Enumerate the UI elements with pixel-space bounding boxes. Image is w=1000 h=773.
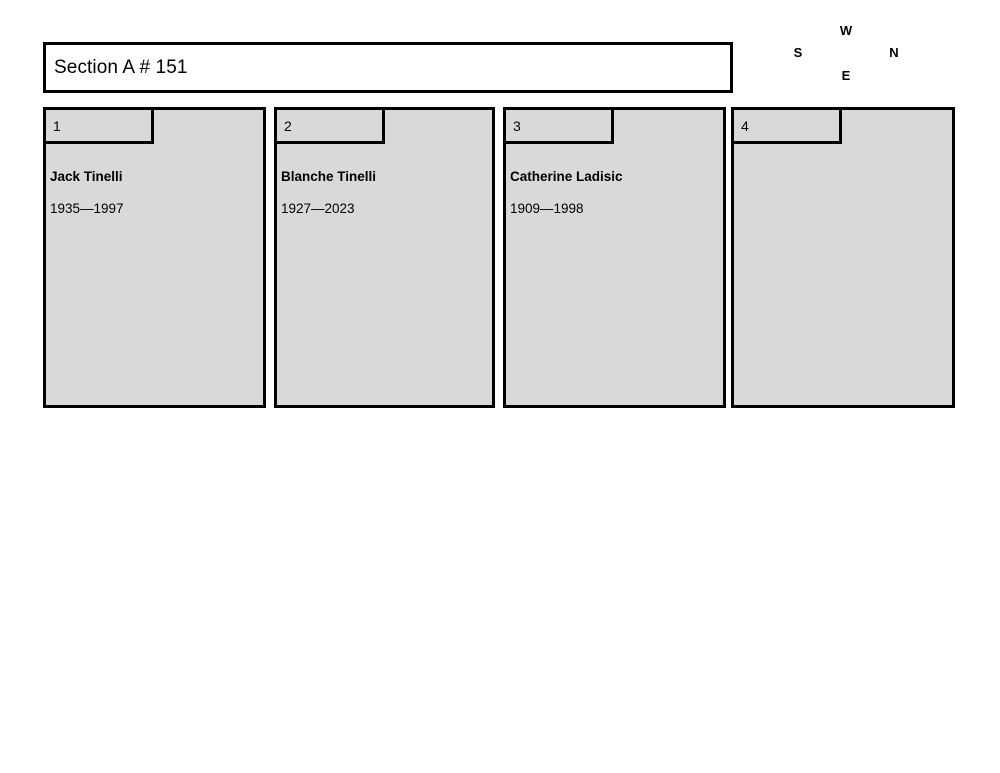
plot-occupant-info: Catherine Ladisic 1909—1998 — [506, 144, 723, 405]
plot-cell[interactable]: 1 Jack Tinelli 1935—1997 — [43, 107, 266, 408]
compass-west-icon: W — [839, 23, 853, 38]
plot-number-label: 4 — [741, 117, 749, 134]
plot-cell[interactable]: 4 — [731, 107, 955, 408]
occupant-dates: 1927—2023 — [281, 201, 355, 216]
plot-number-badge: 4 — [734, 110, 842, 144]
plot-occupant-info: Blanche Tinelli 1927—2023 — [277, 144, 492, 405]
plot-number-badge: 1 — [46, 110, 154, 144]
plot-number-label: 3 — [513, 117, 521, 134]
plot-occupant-info — [734, 144, 952, 405]
page-title: Section A # 151 — [54, 56, 188, 78]
plot-number-badge: 3 — [506, 110, 614, 144]
occupant-name: Catherine Ladisic — [510, 169, 623, 184]
occupant-dates: 1909—1998 — [510, 201, 584, 216]
compass-rose: W S N E — [780, 16, 910, 92]
section-title-box: Section A # 151 — [43, 42, 733, 93]
occupant-name: Jack Tinelli — [50, 169, 123, 184]
compass-north-icon: N — [889, 45, 899, 60]
plot-number-label: 1 — [53, 117, 61, 134]
occupant-name: Blanche Tinelli — [281, 169, 377, 184]
plot-cell[interactable]: 2 Blanche Tinelli 1927—2023 — [274, 107, 495, 408]
compass-south-icon: S — [793, 45, 803, 60]
compass-east-icon: E — [841, 68, 851, 83]
plot-number-badge: 2 — [277, 110, 385, 144]
plot-occupant-info: Jack Tinelli 1935—1997 — [46, 144, 263, 405]
plot-number-label: 2 — [284, 117, 292, 134]
occupant-dates: 1935—1997 — [50, 201, 124, 216]
plot-cell[interactable]: 3 Catherine Ladisic 1909—1998 — [503, 107, 726, 408]
